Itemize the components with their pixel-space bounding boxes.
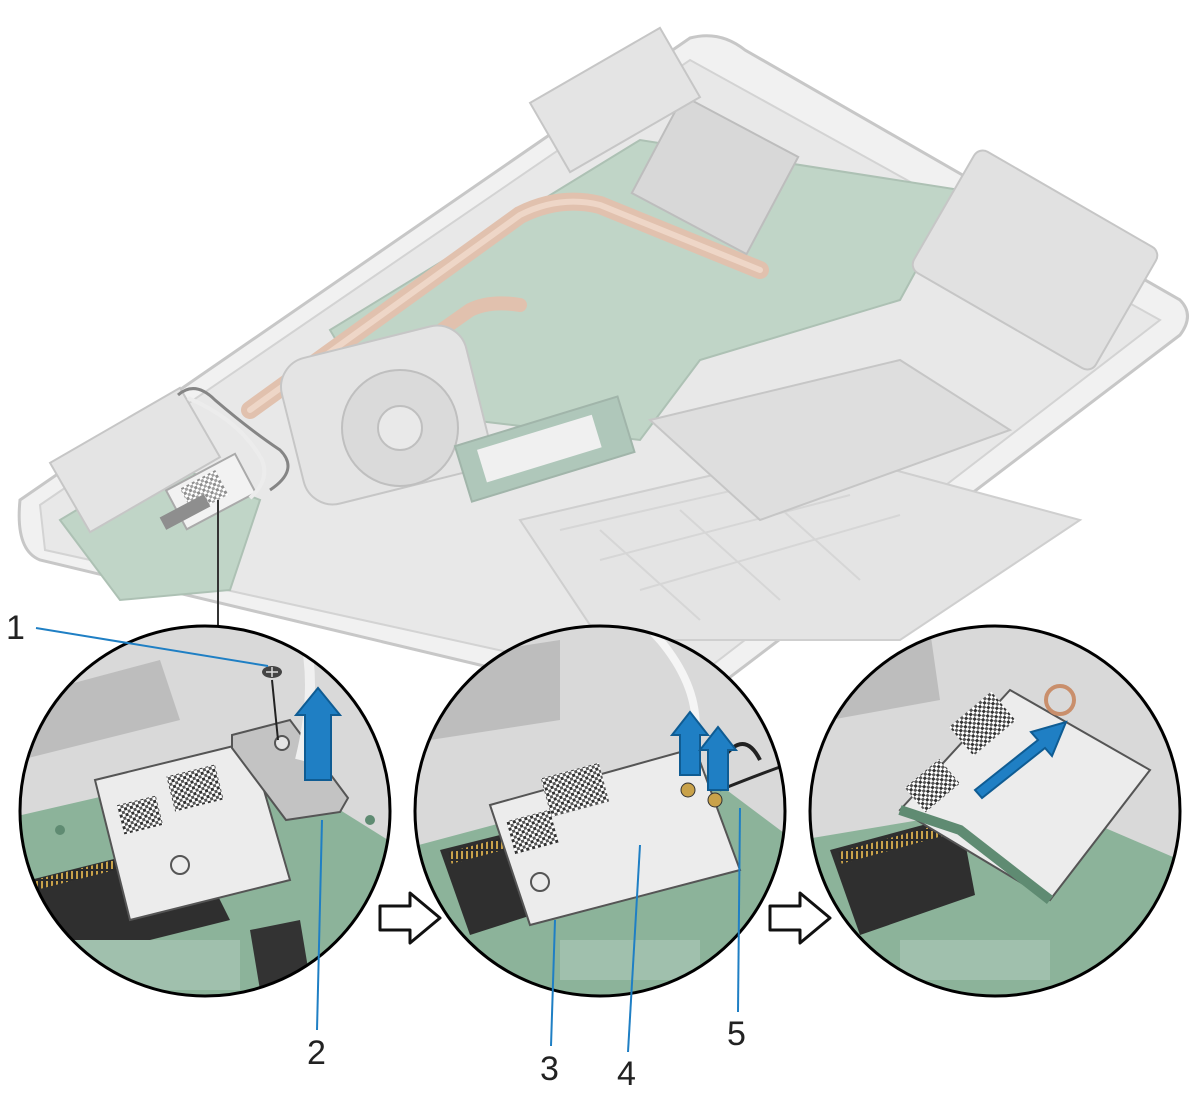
process-arrow-icon [768, 891, 832, 945]
detail-border-1 [18, 624, 392, 998]
hinge-right [528, 26, 702, 174]
lift-arrow-icon [669, 710, 739, 791]
fan [280, 324, 490, 506]
antenna-bracket [231, 718, 350, 822]
screw-icon [262, 666, 282, 741]
detail-border-3 [808, 624, 1182, 998]
callout-4: 4 [617, 1055, 636, 1093]
callout-2: 2 [307, 1034, 326, 1072]
lift-arrow-icon [293, 686, 343, 781]
speaker [911, 149, 1159, 371]
leader-line-2 [316, 819, 323, 1031]
slide-arrow-icon [973, 720, 1068, 800]
callout-5: 5 [727, 1015, 746, 1053]
detail-view-1 [18, 624, 392, 998]
process-arrow-icon [378, 891, 442, 945]
hinge-left [48, 386, 222, 534]
memory-module [630, 94, 800, 256]
touchpad [647, 358, 1013, 522]
detail-border-2 [413, 624, 787, 998]
leader-line-4 [627, 844, 641, 1053]
callout-1: 1 [6, 609, 25, 647]
leader-line-5 [737, 807, 741, 1013]
leader-line-1 [35, 627, 269, 667]
detail-view-2 [413, 624, 787, 998]
wireless-card [93, 740, 292, 922]
callout-3: 3 [540, 1050, 559, 1088]
leader-line-3 [550, 919, 556, 1047]
detail-view-3 [808, 624, 1182, 998]
laptop-base [17, 26, 1189, 711]
